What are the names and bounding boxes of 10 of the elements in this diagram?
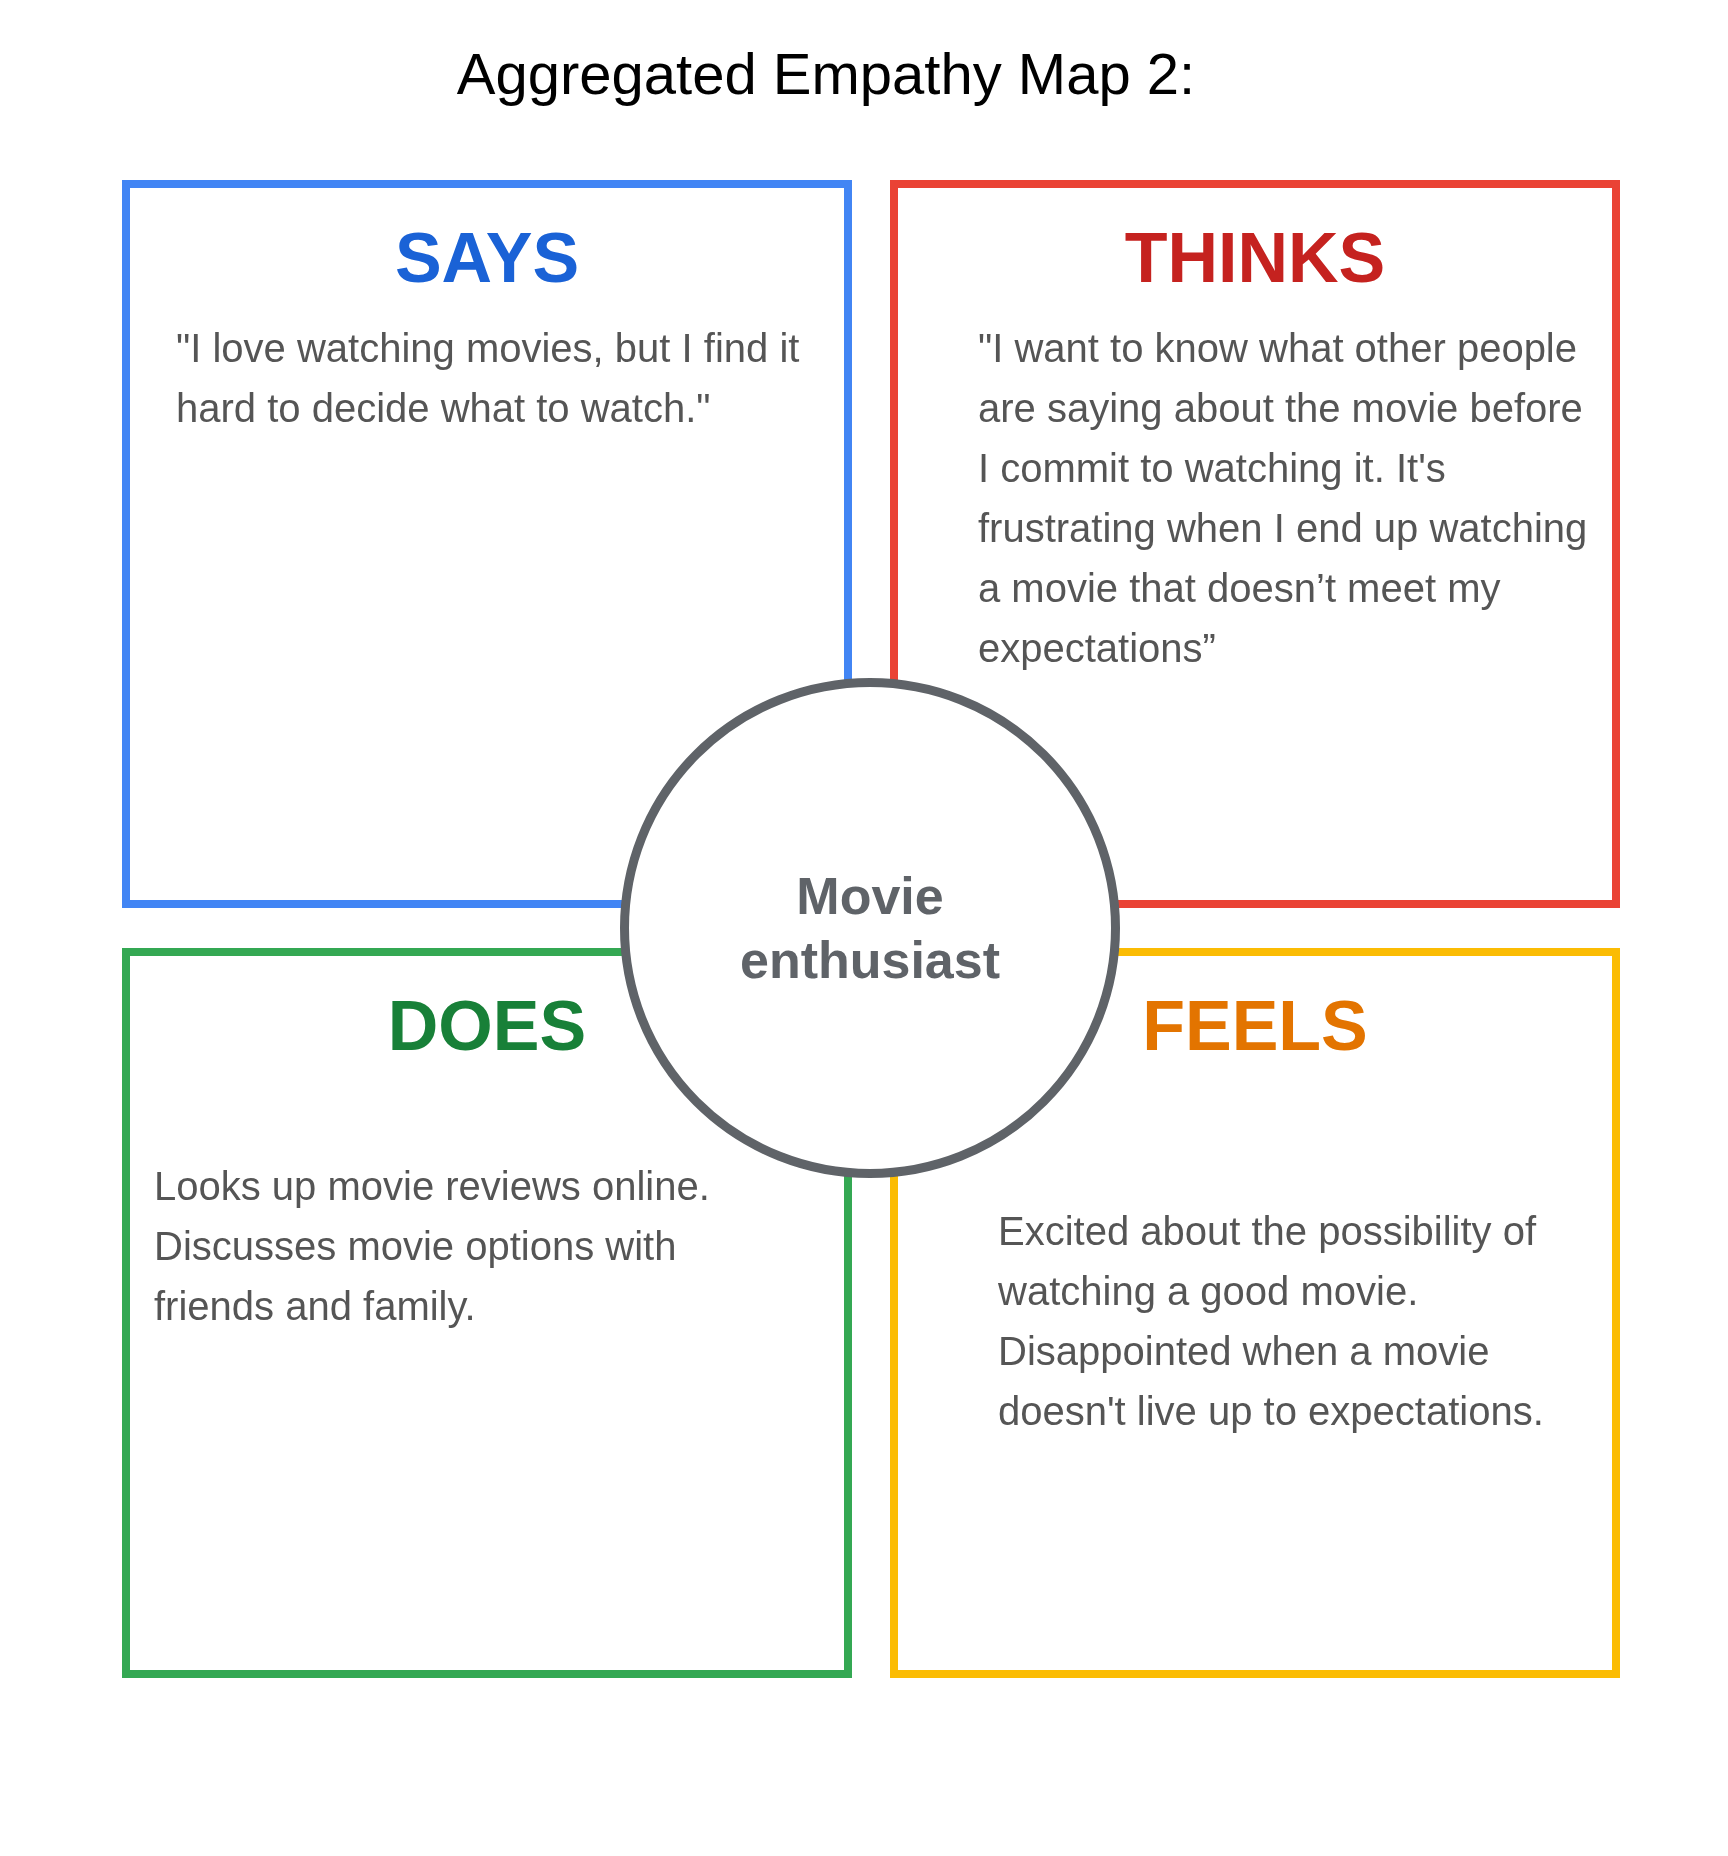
title: Aggregated Empathy Map 2: — [455, 40, 1197, 107]
quote-text: "I love watching movies, but I find it hard to decide what to watch." — [176, 325, 801, 432]
section-heading: SAYS — [393, 218, 581, 298]
section-heading: THINKS — [1123, 218, 1387, 298]
body-text: Looks up movie reviews online. Discusses movie options with friends and family. — [154, 1163, 711, 1330]
section-heading: FEELS — [1141, 986, 1369, 1066]
persona-label: Movie enthusiast — [738, 866, 1002, 991]
quote-text: "I want to know what other people are saying about the movie before I commit to watching it. It's frustrating when I end up watching a movie that doesn’t meet my expectations” — [978, 325, 1589, 672]
body-text: Excited about the possibility of watching a good movie. Disappointed when a movie doesn't live up to expectations. — [998, 1208, 1545, 1435]
section-heading: DOES — [386, 986, 588, 1066]
